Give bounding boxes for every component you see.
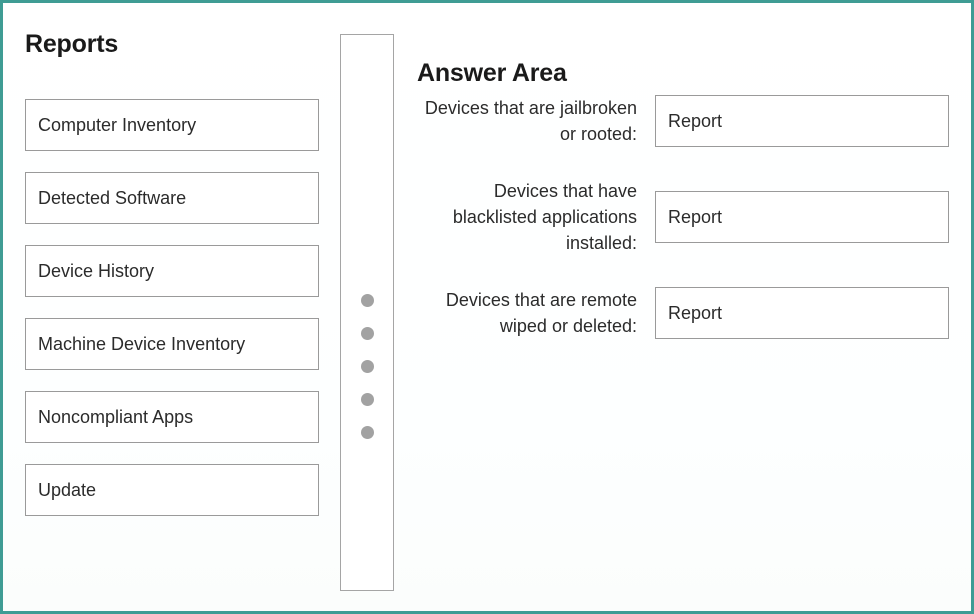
grip-dot-icon bbox=[360, 426, 374, 439]
answer-row-label: Devices that are remote wiped or deleted… bbox=[445, 290, 637, 336]
reports-source-list: Computer Inventory Detected Software Dev… bbox=[25, 99, 319, 537]
answer-dropzone-blacklisted-applications[interactable]: Report bbox=[655, 191, 949, 243]
report-item-label: Machine Device Inventory bbox=[38, 333, 246, 354]
answer-row: Devices that are remote wiped or deleted… bbox=[417, 287, 949, 339]
answer-row-label: Devices that have blacklisted applicatio… bbox=[452, 181, 637, 253]
report-item-update[interactable]: Update bbox=[25, 464, 319, 516]
answer-row: Devices that are jailbroken or rooted: R… bbox=[417, 95, 949, 147]
report-item-detected-software[interactable]: Detected Software bbox=[25, 172, 319, 224]
report-item-computer-inventory[interactable]: Computer Inventory bbox=[25, 99, 319, 151]
report-item-device-history[interactable]: Device History bbox=[25, 245, 319, 297]
grip-dot-icon bbox=[360, 360, 374, 373]
answer-row-label: Devices that are jailbroken or rooted: bbox=[424, 98, 637, 144]
splitter-grip-handle[interactable] bbox=[341, 294, 393, 439]
panel-splitter[interactable] bbox=[340, 34, 394, 591]
grip-dot-icon bbox=[360, 327, 374, 340]
reports-panel-heading: Reports bbox=[25, 30, 119, 58]
grip-dot-icon bbox=[360, 294, 374, 307]
grip-dot-icon bbox=[360, 393, 374, 406]
report-item-label: Computer Inventory bbox=[38, 114, 197, 135]
report-item-label: Detected Software bbox=[38, 187, 187, 208]
answer-dropzone-jailbroken-or-rooted[interactable]: Report bbox=[655, 95, 949, 147]
report-item-noncompliant-apps[interactable]: Noncompliant Apps bbox=[25, 391, 319, 443]
answer-area-heading: Answer Area bbox=[417, 59, 567, 87]
answer-dropzone-remote-wiped-or-deleted[interactable]: Report bbox=[655, 287, 949, 339]
report-item-label: Noncompliant Apps bbox=[38, 406, 194, 427]
report-item-machine-device-inventory[interactable]: Machine Device Inventory bbox=[25, 318, 319, 370]
report-item-label: Device History bbox=[38, 260, 155, 281]
answer-row: Devices that have blacklisted applicatio… bbox=[417, 181, 949, 253]
report-item-label: Update bbox=[38, 479, 97, 500]
answer-area-rows: Devices that are jailbroken or rooted: R… bbox=[417, 95, 949, 383]
